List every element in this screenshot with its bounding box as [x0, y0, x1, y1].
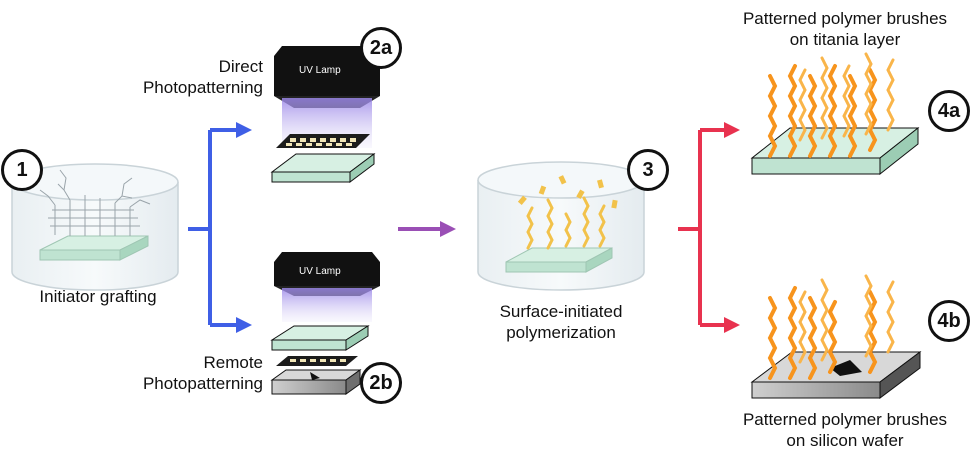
quartz-plate-2b: [270, 325, 370, 351]
split-arrow-blue: [188, 122, 252, 333]
uv-lamp-2b: [274, 252, 380, 322]
polymer-brushes-4b: [767, 286, 878, 380]
step-2b-label-line1: Remote: [203, 353, 263, 372]
step-4b-badge: 4b: [928, 300, 970, 342]
uv-lamp-2b-text: UV Lamp: [299, 266, 341, 277]
initiator-molecules: [39, 169, 151, 236]
step-1-badge: 1: [1, 149, 43, 191]
step-2b-label-line2: Photopatterning: [142, 374, 263, 393]
polymer-brushes-4a: [767, 64, 878, 158]
step3-substrate: [505, 247, 613, 273]
step-4a-label-line2: on titania layer: [789, 30, 901, 49]
step-2a-label-line1: Direct: [218, 57, 263, 76]
step-2a-badge: 2a: [360, 27, 402, 69]
silicon-substrate-2b: [270, 369, 362, 395]
polymer-brushes-4a-back: [798, 52, 895, 142]
step1-substrate: [39, 235, 149, 261]
arrow-purple: [398, 221, 456, 237]
split-arrow-red: [678, 122, 740, 333]
step-4a-label-line1: Patterned polymer brushes: [742, 9, 948, 28]
step-1-label: Initiator grafting: [39, 287, 157, 306]
step-2b-badge: 2b: [360, 362, 402, 404]
silicon-substrate-4b: [750, 351, 922, 399]
step-4b-label-line1: Patterned polymer brushes: [742, 410, 948, 429]
photomask-2b: [276, 356, 358, 366]
substrate-2a: [270, 153, 376, 183]
photomask-2a: [276, 134, 370, 148]
step-4a-badge: 4a: [928, 90, 970, 132]
titania-substrate-4a: [750, 126, 920, 176]
uv-lamp-2a-text: UV Lamp: [299, 65, 341, 76]
polymer-brushes-4b-back: [798, 274, 895, 364]
step-2a-label-line2: Photopatterning: [142, 78, 263, 97]
step-4b-label-line2: on silicon wafer: [786, 431, 904, 450]
step-3-label-line1: Surface-initiated: [499, 302, 623, 321]
step-3-badge: 3: [627, 149, 669, 191]
step-3-label-line2: polymerization: [506, 323, 616, 342]
free-monomers: [517, 175, 618, 209]
growing-polymer-chains: [526, 196, 606, 250]
